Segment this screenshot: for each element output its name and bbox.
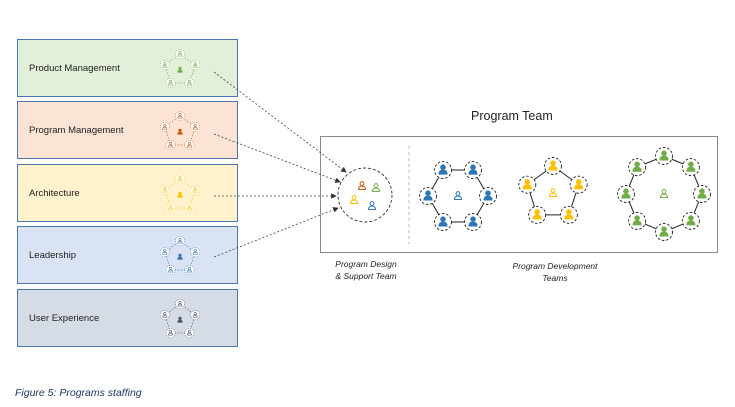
- person-icon: [168, 141, 173, 148]
- person-icon: [468, 164, 478, 175]
- person-icon: [177, 191, 183, 198]
- person-icon: [358, 181, 366, 190]
- person-icon: [438, 164, 448, 175]
- person-icon: [192, 62, 198, 68]
- person-icon: [564, 209, 574, 220]
- person-icon: [177, 238, 183, 244]
- person-icon: [659, 150, 669, 161]
- role-label: Product Management: [29, 62, 120, 74]
- team-icon: [159, 111, 201, 150]
- role-label: Architecture: [29, 187, 80, 199]
- person-icon: [177, 113, 183, 119]
- person-icon: [177, 176, 183, 182]
- person-icon: [162, 187, 168, 193]
- figure-caption: Figure 5: Programs staffing: [15, 387, 142, 399]
- person-icon: [192, 249, 198, 255]
- role-box-user-experience: User Experience: [17, 289, 238, 347]
- role-label: Program Management: [29, 124, 124, 136]
- person-icon: [483, 190, 493, 201]
- person-icon: [686, 215, 696, 226]
- person-icon: [177, 51, 183, 57]
- arrow-leadership: [213, 207, 339, 258]
- dev-teams-caption: Program Development Teams: [495, 260, 615, 284]
- person-icon: [192, 187, 198, 193]
- arrow-program-management: [213, 133, 341, 183]
- person-icon: [162, 312, 168, 318]
- person-icon: [177, 253, 183, 260]
- design-team-circle: [337, 167, 393, 223]
- dev-team-2: [518, 157, 588, 224]
- role-box-architecture: Architecture: [17, 164, 238, 222]
- person-icon: [548, 160, 558, 171]
- team-icon: [159, 174, 201, 213]
- person-icon: [177, 316, 183, 323]
- person-icon: [454, 191, 462, 200]
- person-icon: [192, 312, 198, 318]
- person-icon: [162, 249, 168, 255]
- arrow-product-management: [213, 71, 347, 173]
- person-icon: [168, 329, 173, 336]
- person-icon: [187, 266, 192, 273]
- person-icon: [177, 128, 183, 135]
- person-icon: [621, 188, 631, 199]
- person-icon: [187, 329, 192, 336]
- role-label: Leadership: [29, 249, 77, 261]
- program-team-title: Program Team: [471, 109, 553, 123]
- person-icon: [168, 266, 173, 273]
- person-icon: [162, 124, 168, 130]
- person-icon: [438, 216, 448, 227]
- role-label: User Experience: [29, 312, 100, 324]
- dev-caption-line1: Program Development: [512, 261, 598, 271]
- person-icon: [187, 204, 192, 211]
- connector-arrows: [213, 71, 347, 258]
- person-icon: [549, 188, 557, 197]
- person-icon: [368, 201, 376, 210]
- person-icon: [632, 215, 642, 226]
- design-caption-line2: & Support Team: [335, 271, 397, 281]
- person-icon: [574, 179, 584, 190]
- person-icon: [168, 204, 173, 211]
- person-icon: [177, 66, 183, 73]
- role-box-product-management: Product Management: [17, 39, 238, 97]
- person-icon: [532, 209, 542, 220]
- person-icon: [659, 226, 669, 237]
- person-icon: [168, 79, 173, 86]
- person-icon: [660, 189, 668, 198]
- person-icon: [162, 62, 168, 68]
- development-teams: [419, 147, 711, 241]
- person-icon: [632, 161, 642, 172]
- role-box-leadership: Leadership: [17, 226, 238, 284]
- dev-team-3: [617, 147, 711, 241]
- person-icon: [187, 79, 192, 86]
- role-box-program-management: Program Management: [17, 101, 238, 159]
- dev-team-1: [419, 161, 497, 231]
- person-icon: [522, 179, 532, 190]
- person-icon: [192, 124, 198, 130]
- team-icon: [159, 299, 201, 338]
- design-support-team-group: [337, 167, 393, 223]
- person-icon: [372, 183, 380, 192]
- team-icon: [159, 49, 201, 88]
- design-team-caption: Program Design & Support Team: [325, 258, 407, 282]
- person-icon: [187, 141, 192, 148]
- person-icon: [697, 188, 707, 199]
- person-icon: [350, 195, 358, 204]
- person-icon: [468, 216, 478, 227]
- person-icon: [423, 190, 433, 201]
- person-icon: [686, 161, 696, 172]
- team-icon: [159, 236, 201, 275]
- person-icon: [177, 301, 183, 307]
- design-caption-line1: Program Design: [335, 259, 397, 269]
- dev-caption-line2: Teams: [542, 273, 568, 283]
